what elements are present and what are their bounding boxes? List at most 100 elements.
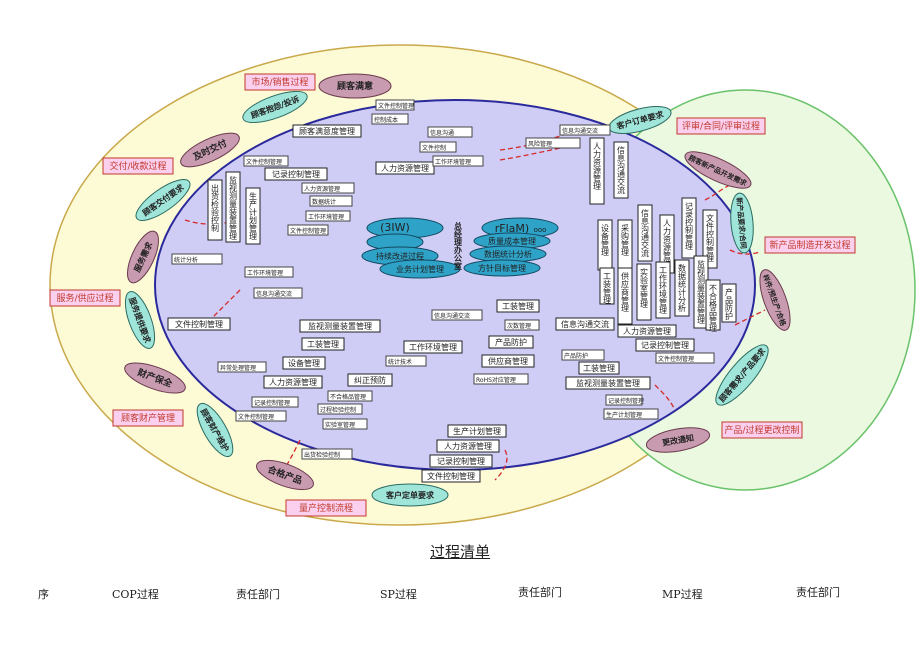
svg-text:方针目标管理: 方针目标管理 xyxy=(478,263,526,273)
svg-text:实验室管理: 实验室管理 xyxy=(325,421,355,429)
oval-change-notice: 更改通知 xyxy=(645,427,711,453)
svg-text:记录控制管理: 记录控制管理 xyxy=(685,202,694,250)
svg-text:采购管理: 采购管理 xyxy=(621,223,630,256)
svg-text:文件控制管理: 文件控制管理 xyxy=(238,413,274,421)
svg-text:监视测量装置管理: 监视测量装置管理 xyxy=(229,175,238,240)
svg-text:实验室管理: 实验室管理 xyxy=(640,267,649,308)
svg-text:业务计划管理: 业务计划管理 xyxy=(396,264,444,274)
svg-text:人力资源管理: 人力资源管理 xyxy=(304,185,340,193)
svg-text:人力资源管理: 人力资源管理 xyxy=(593,142,602,190)
oval-qualified-product: 合格产品 xyxy=(256,459,314,491)
svg-text:文件控制管理: 文件控制管理 xyxy=(175,319,223,329)
svg-text:信息沟通交流: 信息沟通交流 xyxy=(641,208,650,258)
svg-text:评审/合同/评审过程: 评审/合同/评审过程 xyxy=(682,120,760,132)
svg-text:持续改进过程: 持续改进过程 xyxy=(376,251,424,261)
svg-text:文件控制管理: 文件控制管理 xyxy=(427,471,475,481)
svg-text:监视测量装置管理: 监视测量装置管理 xyxy=(308,321,372,331)
svg-text:文件控制管理: 文件控制管理 xyxy=(378,102,414,110)
svg-text:信息沟通: 信息沟通 xyxy=(430,129,454,137)
svg-text:交付/收款过程: 交付/收款过程 xyxy=(109,160,166,172)
vertical-blocks: 出货检验控制 监视测量装置管理 生产计划管理 人力资源管理 信息沟通交流 设备管… xyxy=(207,137,737,332)
svg-text:工作环境管理: 工作环境管理 xyxy=(435,158,471,166)
svg-text:统计技术: 统计技术 xyxy=(388,358,412,366)
svg-text:信息沟通交流: 信息沟通交流 xyxy=(562,127,598,135)
center-group-label: 总经理办公室 xyxy=(454,221,463,271)
svg-text:工装管理: 工装管理 xyxy=(603,272,612,304)
svg-text:产品防护: 产品防护 xyxy=(495,337,527,347)
svg-text:供应商管理: 供应商管理 xyxy=(488,356,528,366)
pink-box-contract-review: 评审/合同/评审过程 xyxy=(676,117,766,135)
svg-text:服务/供应过程: 服务/供应过程 xyxy=(56,292,113,304)
center-ovals: (3IW) 持续改进过程 业务计划管理 rFlaM) ooo 质量成本管理 数据… xyxy=(361,217,559,279)
svg-text:纠正预防: 纠正预防 xyxy=(354,375,386,385)
svg-text:文件控制管理: 文件控制管理 xyxy=(246,158,282,166)
svg-text:出货检验控制: 出货检验控制 xyxy=(211,183,220,233)
svg-text:记录控制管理: 记录控制管理 xyxy=(641,340,689,350)
col-dept-1: 责任部门 xyxy=(236,588,280,601)
pink-box-change-control: 产品/过程更改控制 xyxy=(721,421,803,439)
svg-text:RoHS对应管理: RoHS对应管理 xyxy=(476,376,516,384)
svg-text:ooo: ooo xyxy=(534,226,547,234)
oval-order-request-bottom: 客户定单要求 xyxy=(371,483,449,507)
col-mp: MP过程 xyxy=(662,588,703,601)
svg-text:顾客财产管理: 顾客财产管理 xyxy=(121,412,175,424)
svg-text:记录控制管理: 记录控制管理 xyxy=(254,399,290,407)
svg-text:记录控制管理: 记录控制管理 xyxy=(608,397,644,405)
oval-customer-satisfaction: 顾客满意 xyxy=(318,73,392,99)
svg-text:文件控制管理: 文件控制管理 xyxy=(290,227,326,235)
svg-text:设备管理: 设备管理 xyxy=(288,358,320,368)
col-cop: COP过程 xyxy=(112,588,159,601)
svg-text:客户定单要求: 客户定单要求 xyxy=(385,490,435,500)
svg-text:生产计划管理: 生产计划管理 xyxy=(606,411,642,419)
svg-text:人力资源管理: 人力资源管理 xyxy=(623,326,671,336)
svg-text:异常处理管理: 异常处理管理 xyxy=(220,364,256,372)
left-blocks: 顾客满意度管理 记录控制管理 人力资源管理 文件控制管理 监视测量装置管理 工装… xyxy=(167,124,695,483)
oval-service-need: 服务需求 xyxy=(127,230,159,284)
small-labels: 文件控制管理 控制成本 信息沟通 文件控制 工作环境管理 人力资源管理 文件控制… xyxy=(171,99,715,460)
svg-text:文件控制管理: 文件控制管理 xyxy=(658,355,694,363)
svg-text:人力资源管理: 人力资源管理 xyxy=(381,163,429,173)
pink-box-service: 服务/供应过程 xyxy=(49,289,121,307)
svg-text:过程检验控制: 过程检验控制 xyxy=(320,406,356,414)
svg-text:文件控制管理: 文件控制管理 xyxy=(706,213,715,262)
pink-box-customer-property: 顾客财产管理 xyxy=(112,409,184,427)
pink-box-new-product: 新产品制造开发过程 xyxy=(764,236,856,254)
svg-text:信息沟通交流: 信息沟通交流 xyxy=(561,319,609,329)
svg-text:供应商管理: 供应商管理 xyxy=(621,271,630,312)
svg-text:人力资源管理: 人力资源管理 xyxy=(663,219,672,267)
svg-text:不合格品管理: 不合格品管理 xyxy=(709,284,718,332)
svg-text:监视测量装置管理: 监视测量装置管理 xyxy=(576,378,640,388)
svg-text:信息沟通交流: 信息沟通交流 xyxy=(256,290,292,298)
svg-text:市场/销售过程: 市场/销售过程 xyxy=(251,76,308,88)
svg-text:记录控制管理: 记录控制管理 xyxy=(437,456,485,466)
pink-box-delivery: 交付/收款过程 xyxy=(102,157,174,175)
svg-text:信息沟通交流: 信息沟通交流 xyxy=(434,312,470,320)
svg-text:风险管理: 风险管理 xyxy=(528,140,552,148)
pink-box-mass-production: 量产控制流程 xyxy=(285,499,367,517)
oval-new-product-contract: 新产品要求/合同 xyxy=(730,192,754,254)
svg-text:人力资源管理: 人力资源管理 xyxy=(444,441,492,451)
svg-text:生产计划管理: 生产计划管理 xyxy=(453,426,501,436)
svg-text:文件控制: 文件控制 xyxy=(422,144,446,152)
svg-text:生产计划管理: 生产计划管理 xyxy=(249,191,258,240)
svg-text:顾客满意度管理: 顾客满意度管理 xyxy=(299,126,355,136)
oval-data-stat: 数据统计分析 xyxy=(469,245,547,263)
col-seq: 序 xyxy=(38,588,49,601)
oval-business-plan: 业务计划管理 xyxy=(379,259,461,279)
svg-text:不合格品管理: 不合格品管理 xyxy=(330,393,366,401)
svg-text:信息沟通交流: 信息沟通交流 xyxy=(617,145,626,195)
svg-text:设备管理: 设备管理 xyxy=(601,223,610,256)
oval-policy-target: 方针目标管理 xyxy=(463,259,541,277)
svg-text:工装管理: 工装管理 xyxy=(583,363,615,373)
svg-text:rFlaM): rFlaM) xyxy=(495,222,529,235)
svg-text:(3IW): (3IW) xyxy=(380,221,410,234)
svg-text:新产品制造开发过程: 新产品制造开发过程 xyxy=(769,239,850,251)
svg-text:工作环境管理: 工作环境管理 xyxy=(659,266,668,314)
svg-text:监视测量装置管理: 监视测量装置管理 xyxy=(697,259,706,324)
col-dept-2: 责任部门 xyxy=(518,586,562,599)
svg-text:次数管理: 次数管理 xyxy=(507,322,531,330)
oval-customer-order: 客户订单要求 xyxy=(608,106,672,134)
svg-text:工装管理: 工装管理 xyxy=(307,339,339,349)
svg-text:工作环境管理: 工作环境管理 xyxy=(247,269,283,277)
svg-text:产品防护: 产品防护 xyxy=(725,287,734,321)
